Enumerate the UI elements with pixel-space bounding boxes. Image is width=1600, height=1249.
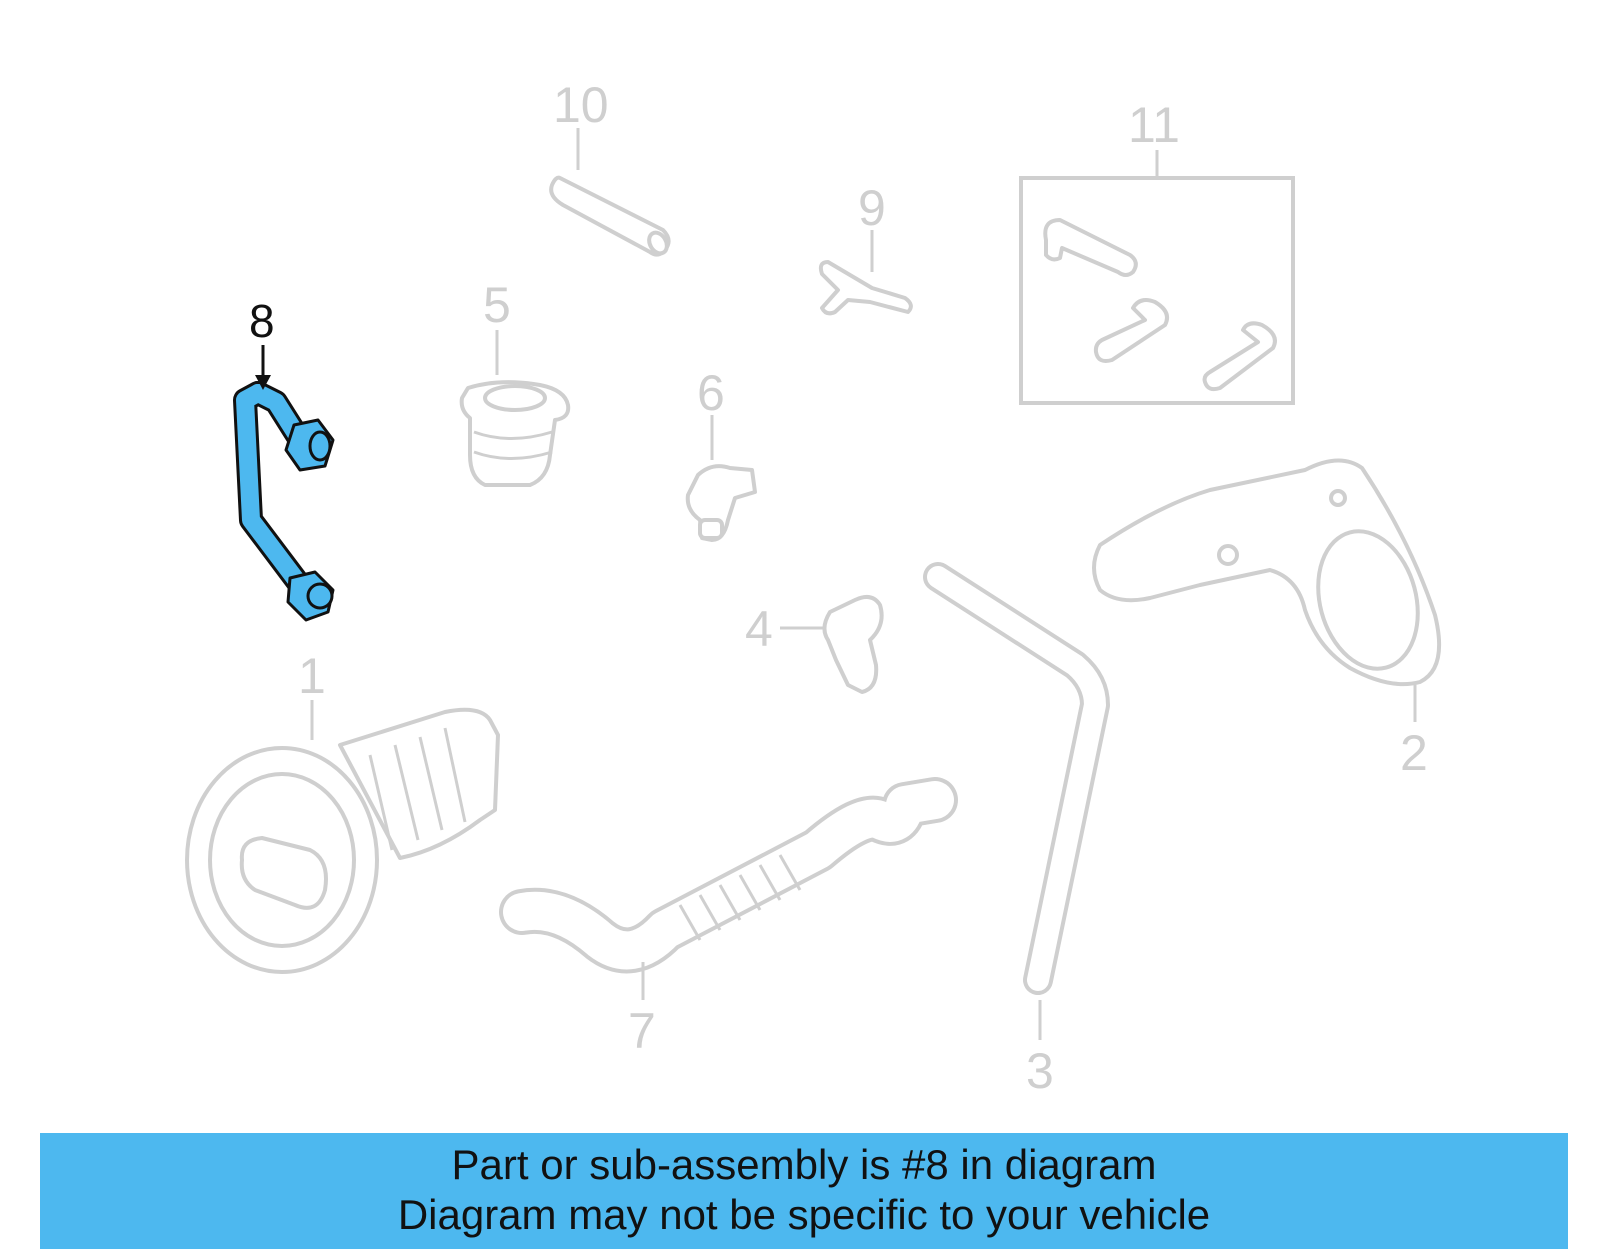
part-4-clip[interactable] [822, 594, 884, 694]
banner-line-2: Diagram may not be specific to your vehi… [397, 1191, 1211, 1238]
part-9-tee-connector[interactable] [818, 260, 913, 316]
callout-2: 2 [1400, 725, 1428, 781]
part-7-pipe[interactable] [499, 777, 958, 974]
callout-9: 9 [858, 180, 886, 236]
callout-3: 3 [1026, 1043, 1054, 1099]
leader-8-arrowhead [255, 375, 271, 390]
banner-line-1: Part or sub-assembly is #8 in diagram [451, 1141, 1157, 1188]
part-11-hose-kit[interactable] [1019, 176, 1295, 405]
callout-4: 4 [745, 601, 773, 657]
part-2-bracket[interactable] [1092, 458, 1442, 687]
callout-5: 5 [483, 277, 511, 333]
callout-11: 11 [1128, 97, 1180, 153]
part-5-grommet[interactable] [459, 380, 571, 487]
part-1-air-pump[interactable] [185, 707, 500, 974]
callout-10: 10 [553, 77, 609, 133]
info-banner: Part or sub-assembly is #8 in diagram Di… [40, 1133, 1568, 1249]
part-6-valve[interactable] [685, 464, 757, 542]
part-10-hose[interactable] [549, 175, 671, 257]
part-3-hose[interactable] [923, 562, 1110, 995]
callout-8: 8 [249, 295, 275, 347]
callout-6: 6 [697, 365, 725, 421]
callout-1: 1 [298, 648, 326, 704]
part-8-pipe-highlighted[interactable] [233, 381, 335, 622]
callout-7: 7 [628, 1003, 656, 1059]
